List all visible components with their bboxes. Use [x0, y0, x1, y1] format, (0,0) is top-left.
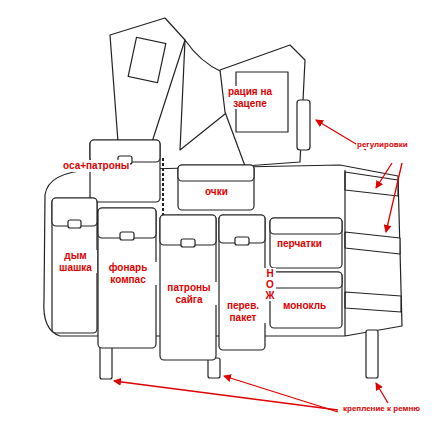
belt-tab	[208, 358, 220, 378]
belt-tab	[366, 330, 378, 378]
pouch-snap	[120, 232, 134, 240]
pouch-label: перев. пакет	[220, 300, 266, 323]
pouch	[98, 208, 156, 348]
pouch	[178, 165, 254, 210]
pouch-label: монокль	[282, 300, 327, 312]
belt-tab	[100, 345, 112, 379]
pouch-snap	[235, 237, 249, 245]
pouch-label: патроны сайга	[161, 282, 217, 305]
pouch	[270, 218, 342, 268]
pouch-label: дым шашка	[54, 250, 97, 273]
zipper	[162, 158, 164, 215]
pouch-flap	[178, 165, 254, 181]
strap-webbing	[128, 37, 166, 82]
leader-arrow	[376, 383, 388, 403]
pouch-label: крепление к ремню	[342, 404, 421, 413]
pouch	[219, 215, 265, 350]
pouch-label: Н О Ж	[264, 268, 276, 301]
pouch-label: рация на зацепе	[226, 86, 274, 109]
side-strap	[345, 172, 398, 196]
pouch-label: фонарь компас	[99, 262, 157, 285]
side-strap	[345, 232, 400, 254]
pouch-snap	[68, 220, 81, 228]
pouch-flap	[270, 272, 342, 288]
pouch-snap	[181, 239, 195, 247]
pouch-label: перчатки	[276, 238, 323, 250]
side-seam	[344, 170, 345, 336]
pouch-flap	[270, 218, 342, 234]
pouch-label: регулировки	[356, 140, 409, 149]
pouch	[160, 215, 216, 360]
leader-arrows	[114, 120, 402, 412]
pouch-label: оса+патроны	[62, 160, 130, 172]
pouch	[52, 198, 97, 333]
pouch-label: очки	[204, 186, 229, 198]
leader-arrow	[376, 163, 392, 188]
leader-arrow	[386, 163, 402, 232]
left-shoulder-strap	[110, 18, 185, 142]
radio-clip	[297, 100, 310, 150]
side-strap	[345, 292, 401, 312]
pouch	[270, 272, 342, 328]
leader-arrow	[224, 376, 338, 412]
leader-arrow	[114, 381, 338, 410]
vest-drawing	[44, 18, 402, 379]
right-shoulder-strap	[220, 45, 305, 166]
